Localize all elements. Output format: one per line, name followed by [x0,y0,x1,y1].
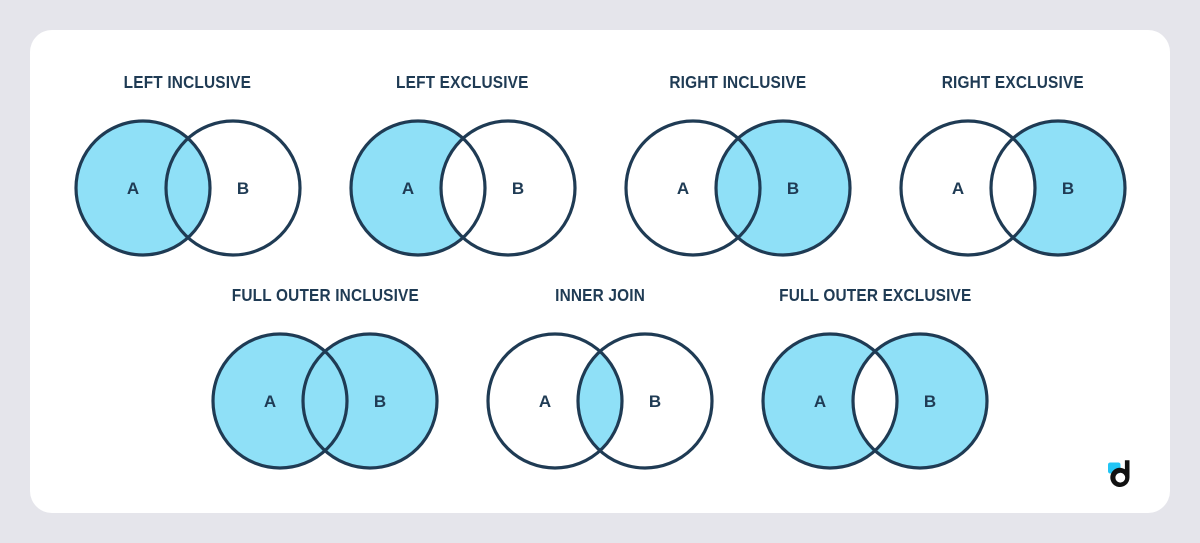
venn-label-b: B [236,179,248,198]
circle-a-outline [211,332,349,470]
venn-label-b: B [786,179,798,198]
venn-title-inner-join: INNER JOIN [555,285,645,305]
circle-a-outline [761,332,899,470]
circle-a-outline [898,119,1037,257]
circle-b-outline [163,119,302,257]
venn-label-a: A [126,179,138,198]
circle-a-outline [348,119,487,257]
venn-title-right-inclusive: RIGHT INCLUSIVE [669,72,806,92]
venn-title-full-outer-inclusive: FULL OUTER INCLUSIVE [231,285,419,305]
venn-title-left-exclusive: LEFT EXCLUSIVE [396,72,529,92]
venn-label-a: A [676,179,688,198]
venn-label-b: B [511,179,523,198]
venn-label-b: B [374,392,386,411]
circle-b-outline [713,119,852,257]
logo-d-icon [1108,460,1130,487]
venn-title-left-inclusive: LEFT INCLUSIVE [123,72,252,92]
venn-label-b: B [649,392,661,411]
circle-a-outline [73,119,212,257]
circle-b-outline [301,332,439,470]
circle-a-outline [486,332,624,470]
circle-b-outline [988,119,1127,257]
circle-b-outline [576,332,714,470]
brand-logo [1094,447,1148,501]
venn-label-a: A [401,179,413,198]
venn-label-a: A [539,392,551,411]
venn-label-b: B [1061,179,1073,198]
venn-label-a: A [264,392,276,411]
venn-title-right-exclusive: RIGHT EXCLUSIVE [941,72,1084,92]
venn-label-b: B [924,392,936,411]
venn-label-a: A [814,392,826,411]
circle-a-outline [623,119,762,257]
venn-title-full-outer-exclusive: FULL OUTER EXCLUSIVE [778,285,972,305]
circle-b-outline [438,119,577,257]
circle-b-outline [851,332,989,470]
venn-label-a: A [951,179,963,198]
